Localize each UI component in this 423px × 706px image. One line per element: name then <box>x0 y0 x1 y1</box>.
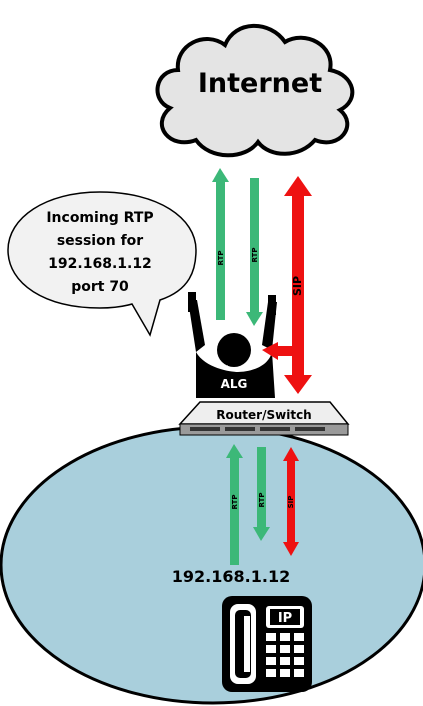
alg-operator: ALG <box>188 292 298 398</box>
speech-bubble: Incoming RTP session for 192.168.1.12 po… <box>7 191 197 337</box>
lower-rtp-up-arrow: RTP <box>226 444 243 565</box>
sip-to-alg-pointer <box>262 342 298 360</box>
router-switch-label: Router/Switch <box>216 408 311 422</box>
upper-rtp-down-label: RTP <box>251 248 259 263</box>
arrow-head-up <box>212 168 229 182</box>
upper-rtp-down-arrow: RTP <box>246 178 263 326</box>
arrow-head-up <box>283 447 299 461</box>
arrow-shape <box>216 178 225 320</box>
upper-sip-arrow: SIP <box>284 176 312 394</box>
alg-label: ALG <box>221 377 248 391</box>
arrow-shape <box>287 458 295 545</box>
lan-ip-label: 192.168.1.12 <box>172 567 290 586</box>
upper-rtp-up-label: RTP <box>217 251 225 266</box>
upper-rtp-up-arrow: RTP <box>212 168 229 320</box>
bubble-line-4: port 70 <box>71 279 129 295</box>
upper-sip-label: SIP <box>291 276 304 296</box>
internet-label: Internet <box>198 68 322 99</box>
ip-phone: IP <box>222 596 312 692</box>
arrow-shape <box>230 455 239 565</box>
internet-cloud: Internet <box>155 23 355 158</box>
speech-bubble-shape <box>7 191 197 337</box>
router-switch: Router/Switch <box>178 401 350 436</box>
bubble-line-2: session for <box>57 233 143 249</box>
ip-phone-label: IP <box>278 611 292 626</box>
lower-rtp-down-arrow: RTP <box>253 447 270 541</box>
lower-sip-label: SIP <box>287 496 295 509</box>
lower-rtp-down-label: RTP <box>258 493 266 508</box>
alg-operator-icon <box>188 292 277 398</box>
arrow-shape <box>250 178 259 315</box>
router-ports <box>190 427 325 431</box>
bubble-line-3: 192.168.1.12 <box>48 256 152 272</box>
arrow-head-down <box>246 312 263 326</box>
arrow-head-down <box>253 527 270 541</box>
cloud-icon <box>155 23 355 158</box>
arrow-head-down <box>283 542 299 556</box>
arrow-shape <box>257 447 266 530</box>
arrow-shape <box>292 190 304 380</box>
bubble-line-1: Incoming RTP <box>46 210 153 226</box>
lower-rtp-up-label: RTP <box>231 495 239 510</box>
lan-ellipse <box>0 425 423 705</box>
arrow-head-down <box>284 375 312 394</box>
ip-phone-icon <box>222 596 312 692</box>
arrow-head-up <box>284 176 312 196</box>
arrow-head-up <box>226 444 243 458</box>
lower-sip-arrow: SIP <box>283 447 299 556</box>
